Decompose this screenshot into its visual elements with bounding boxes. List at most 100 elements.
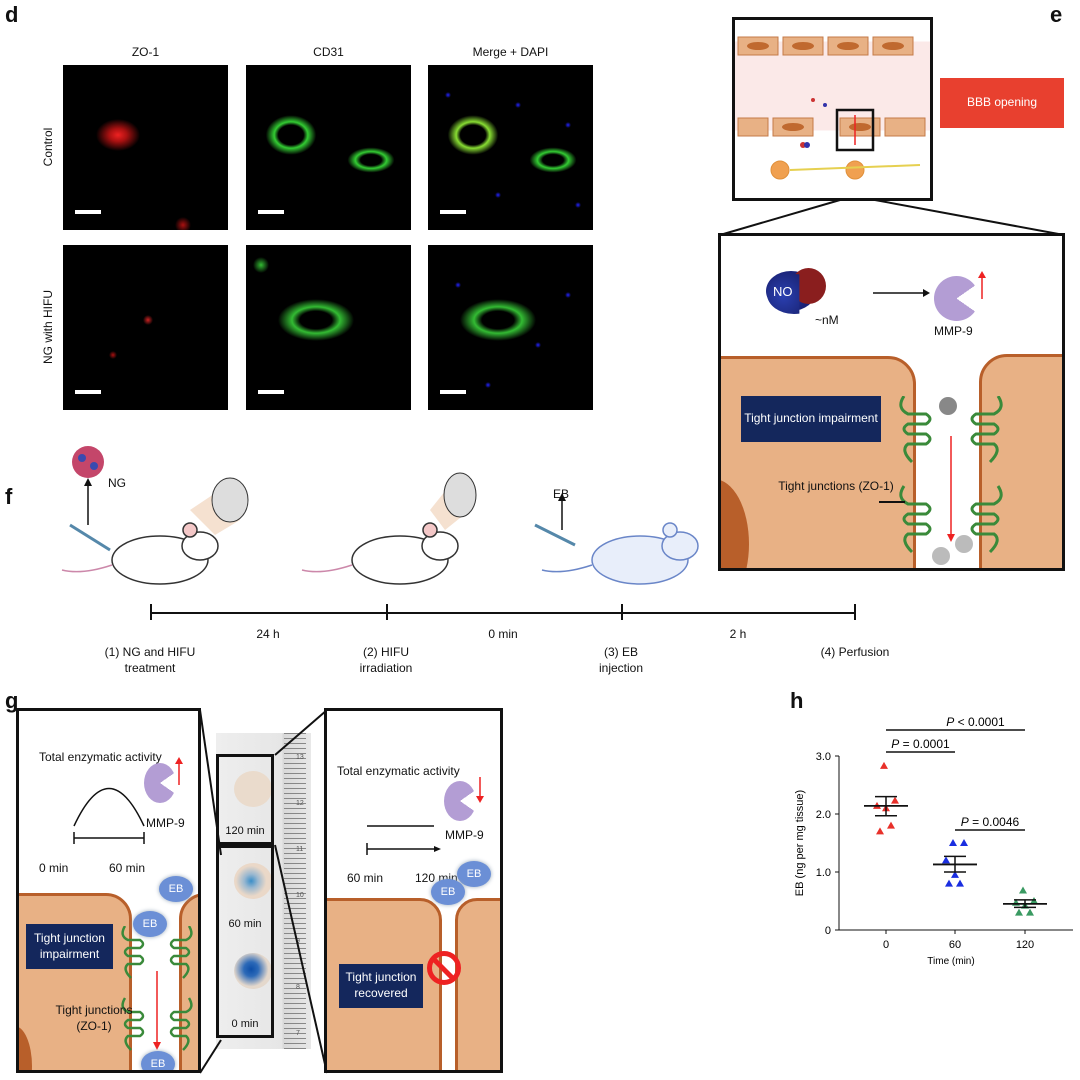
zoom-region-box	[835, 108, 875, 152]
data-point-60	[945, 879, 953, 887]
ng-label: NG	[108, 476, 126, 490]
endothelial-cell-left	[721, 356, 916, 568]
scale-bar	[258, 210, 284, 214]
interval-label: 24 h	[256, 627, 280, 641]
syringe-icon	[69, 523, 111, 552]
step-4: (4) Perfusion	[795, 644, 915, 660]
interval-label: 0 min	[488, 627, 518, 641]
timeline-tick	[386, 604, 388, 620]
step-1-line1: (1) NG and HIFU	[104, 645, 196, 659]
scale-bar	[258, 390, 284, 394]
tight-junctions-label: Tight junctions (ZO-1)	[55, 1003, 133, 1033]
data-point-120	[1019, 886, 1027, 894]
ruler-label: 12	[296, 800, 304, 807]
time-end: 60 min	[109, 861, 146, 875]
data-point-0	[891, 796, 899, 804]
column-header-zo1: ZO-1	[131, 45, 160, 59]
micrograph-ng-zo1	[63, 245, 228, 410]
panel-label-g: g	[5, 688, 19, 713]
ruler-label: 13	[296, 754, 304, 761]
mmp9-icon	[144, 763, 176, 803]
timeline-tick	[150, 604, 152, 620]
tight-junction-recovered-label: Tight junction recovered	[339, 964, 423, 1008]
eb-molecule: EB	[457, 861, 491, 887]
mouse-2	[351, 522, 459, 585]
x-tick-label: 60	[949, 939, 961, 951]
p-value-label: P = 0.0046	[961, 815, 1020, 829]
eb-molecule: EB	[133, 911, 167, 937]
micrograph-ng-merge	[428, 245, 593, 410]
scale-bar	[440, 390, 466, 394]
timeline-axis	[150, 612, 855, 614]
ruler-label: 11	[296, 846, 304, 853]
micrograph-ng-cd31	[246, 245, 411, 410]
tight-junction-proteins	[899, 396, 1003, 565]
ruler-label: 8	[296, 984, 300, 991]
data-point-60	[949, 839, 957, 846]
nucleus	[19, 1026, 32, 1070]
mmp9-icon	[444, 781, 476, 821]
blood-vessel-illustration	[737, 36, 926, 180]
mouse-3	[591, 522, 699, 585]
mmp9-label: MMP-9	[146, 816, 185, 830]
row-label-control: Control	[41, 127, 55, 167]
step-3-line2: injection	[598, 661, 644, 676]
y-tick-label: 1.0	[816, 867, 831, 879]
data-point-0	[880, 761, 888, 769]
p-value-label: P < 0.0001	[946, 715, 1005, 729]
micrograph-control-merge	[428, 65, 593, 230]
mouse-experiment-illustration	[61, 446, 699, 585]
tight-junction-proteins	[121, 926, 193, 1051]
endothelial-cell-right	[979, 354, 1062, 568]
time-start: 0 min	[39, 861, 69, 875]
activity-curve	[73, 787, 145, 844]
right-state-box: Total enzymatic activity 60 min 120 min …	[324, 708, 503, 1073]
timeline-tick	[854, 604, 856, 620]
nanogenerator-icon	[72, 446, 104, 478]
panel-label-f: f	[5, 484, 13, 509]
micrograph-control-cd31	[246, 65, 411, 230]
syringe-icon-2	[534, 523, 576, 547]
pointer-line	[879, 501, 905, 503]
data-point-60	[956, 879, 964, 887]
panel-label-h: h	[790, 688, 804, 713]
concentration-label: ~nM	[815, 313, 839, 327]
step-2-line1: (2) HIFU	[363, 645, 409, 659]
zoom-connector-lines	[719, 199, 1065, 236]
column-header-merge: Merge + DAPI	[472, 45, 549, 59]
endothelial-cell-right	[455, 898, 500, 1070]
highlight-box-0-60	[216, 845, 274, 1038]
row-label-ng-hifu: NG with HIFU	[41, 290, 55, 365]
brain-0min	[234, 953, 272, 989]
brain-120min	[234, 771, 272, 807]
left-state-box: Total enzymatic activity 0 min 60 min MM…	[16, 708, 201, 1073]
x-axis-label: Time (min)	[927, 956, 974, 967]
eb-molecule: EB	[431, 879, 465, 905]
ruler-label: 10	[296, 892, 304, 899]
interval-label: 2 h	[729, 627, 747, 641]
activity-flat-line	[366, 825, 441, 855]
endothelial-cell-left	[19, 893, 132, 1070]
x-tick-label: 120	[1016, 939, 1034, 951]
tight-junction-detail-box: NO ~nM MMP-9 Tight junction impairment T…	[718, 233, 1065, 571]
no-label: NO	[773, 284, 793, 299]
eb-molecule: EB	[141, 1051, 175, 1070]
hifu-transducer-icon	[190, 477, 249, 535]
bbb-opening-label: BBB opening	[940, 78, 1064, 128]
data-point-0	[887, 821, 895, 829]
tight-junctions-label: Tight junctions (ZO-1)	[778, 479, 894, 493]
data-point-120	[1015, 908, 1023, 916]
highlight-box-120	[216, 754, 274, 845]
step-3-line1: (3) EB	[603, 645, 638, 659]
time-start: 60 min	[347, 871, 384, 885]
scale-bar	[75, 210, 101, 214]
arrow-up-icon	[978, 271, 986, 299]
bbb-overview-box	[732, 17, 933, 201]
y-tick-label: 0	[825, 925, 831, 937]
data-point-60	[942, 856, 950, 864]
y-tick-label: 3.0	[816, 751, 831, 763]
activity-label: Total enzymatic activity	[39, 750, 162, 764]
arrow-down-icon	[476, 777, 484, 803]
mouse-1	[111, 522, 219, 585]
